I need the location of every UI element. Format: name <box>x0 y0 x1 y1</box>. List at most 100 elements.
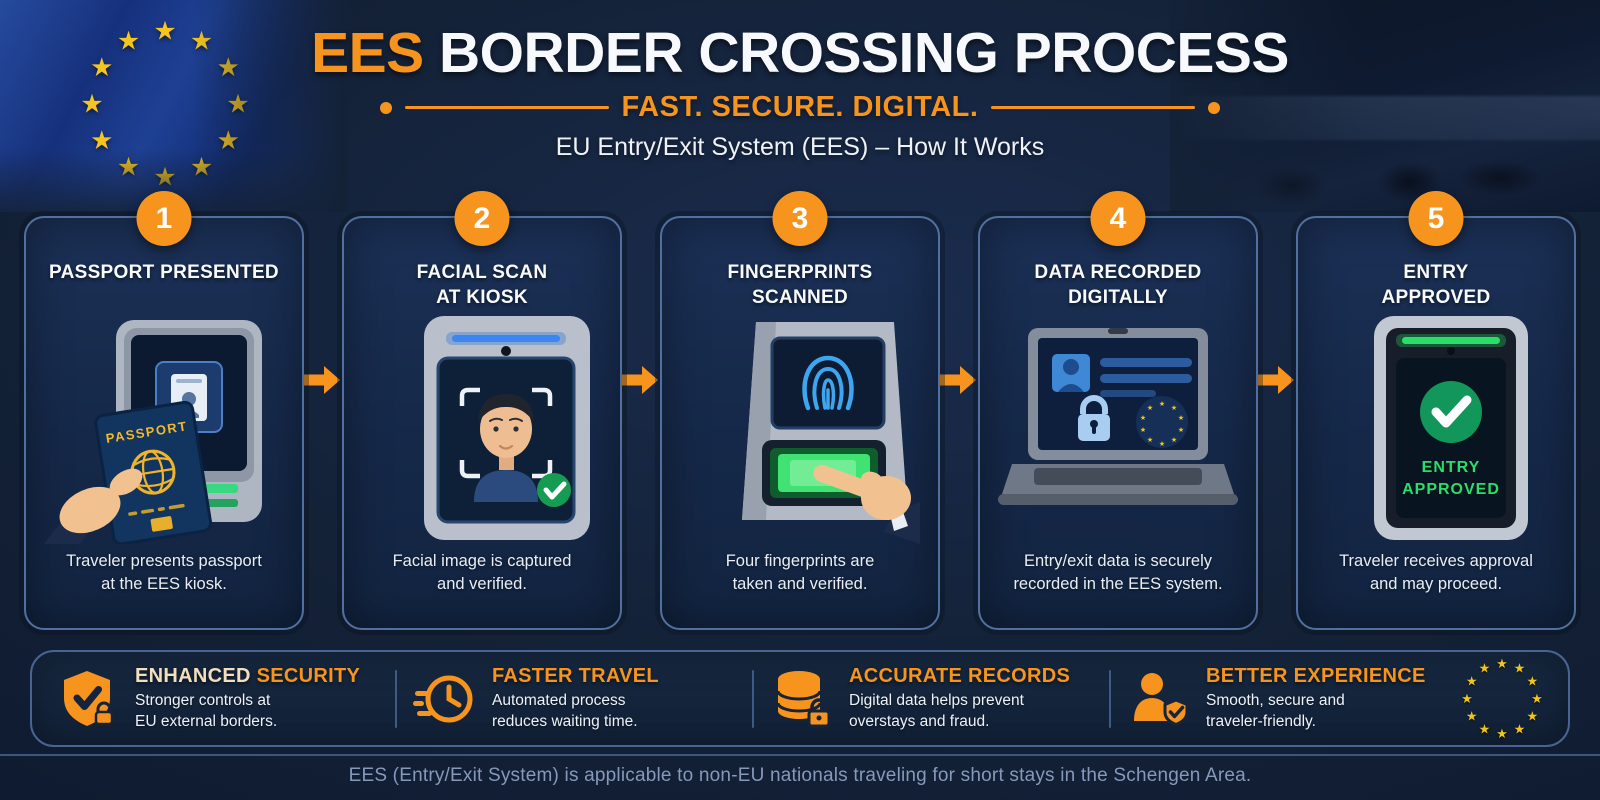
svg-text:★: ★ <box>1140 426 1146 434</box>
step-number-badge: 2 <box>454 191 510 246</box>
star-icon: ★ <box>1513 720 1526 736</box>
passport: PASSPORT <box>94 400 213 544</box>
arrow-right-icon <box>304 366 340 394</box>
green-led-bar <box>1402 337 1500 344</box>
subtitle: EU Entry/Exit System (EES) – How It Work… <box>555 133 1045 161</box>
tagline-row: FAST. SECURE. DIGITAL. <box>0 91 1600 124</box>
hand <box>44 468 143 544</box>
star-icon: ★ <box>153 161 177 192</box>
arrow-right-icon <box>940 366 976 394</box>
svg-text:★: ★ <box>1159 400 1165 408</box>
fast-clock-icon <box>413 675 473 722</box>
footer-divider <box>0 754 1600 756</box>
step-illustration: PASSPORT <box>26 311 302 545</box>
eu-flag: ★ ★ ★ ★ ★ ★ ★ ★ ★ ★ ★ ★ <box>0 0 348 212</box>
fingerprint-icon <box>802 355 854 411</box>
svg-text:★: ★ <box>1140 414 1146 422</box>
camera-icon <box>501 346 511 356</box>
svg-text:★: ★ <box>1147 404 1153 412</box>
facial-scan-kiosk-illustration <box>424 316 590 540</box>
green-check-badge <box>537 473 571 507</box>
passport-mrz <box>128 503 185 516</box>
tagline: FAST. SECURE. DIGITAL. <box>621 91 979 123</box>
svg-text:APPROVED: APPROVED <box>1402 481 1500 498</box>
star-icon: ★ <box>1478 720 1491 736</box>
step-number-badge: 3 <box>772 191 828 246</box>
star-icon: ★ <box>1531 690 1543 706</box>
vertical-divider <box>1109 669 1111 728</box>
arrow-right-icon <box>1258 366 1294 394</box>
star-icon: ★ <box>1465 673 1478 688</box>
tagline-rule <box>404 106 609 109</box>
star-icon: ★ <box>1513 660 1526 676</box>
shield-check-icon <box>64 670 114 726</box>
traveler-check-icon <box>1134 672 1189 726</box>
lock-icon <box>1078 395 1110 441</box>
footer-note: EES (Entry/Exit System) is applicable to… <box>348 765 1252 786</box>
step-number-badge: 5 <box>1408 191 1464 246</box>
step-number-badge: 4 <box>1090 191 1146 246</box>
approval-screen-text: ENTRY APPROVED <box>1402 459 1500 498</box>
svg-text:★: ★ <box>1178 426 1184 434</box>
step-illustration: ENTRY APPROVED <box>1298 311 1574 545</box>
step-illustration <box>344 311 620 545</box>
tagline-dot <box>1208 101 1221 114</box>
svg-text:★: ★ <box>1171 404 1177 412</box>
camera-icon <box>1447 347 1455 355</box>
step-card-passport-presented: 1 PASSPORT PRESENTED <box>24 191 304 630</box>
star-icon: ★ <box>1526 708 1539 723</box>
benefit-accurate-records: ACCURATE RECORDS Digital data helps prev… <box>770 665 1093 731</box>
star-icon: ★ <box>1496 655 1508 671</box>
svg-text:ENTRY: ENTRY <box>1422 459 1481 476</box>
svg-text:★: ★ <box>1178 414 1184 422</box>
step-illustration: ★★★ ★★★ ★★★ ★ <box>980 311 1256 545</box>
title-accent: EES <box>311 21 424 85</box>
hand <box>813 464 920 544</box>
tagline-dot <box>379 101 392 114</box>
title-rest: BORDER CROSSING PROCESS <box>438 21 1289 85</box>
vertical-divider <box>395 669 397 728</box>
step-title: PASSPORT PRESENTED <box>49 262 279 283</box>
step-number-badge: 1 <box>136 191 192 246</box>
page-title: EES BORDER CROSSING PROCESS <box>0 20 1600 86</box>
vertical-divider <box>752 669 754 728</box>
star-icon: ★ <box>1478 660 1491 676</box>
approved-check-badge <box>1420 381 1482 443</box>
database-lock-icon <box>776 670 831 727</box>
arrow-right-icon <box>622 366 658 394</box>
svg-text:★: ★ <box>1171 436 1177 444</box>
profile-record <box>1052 354 1192 397</box>
approval-screen-illustration: ENTRY APPROVED <box>1374 316 1528 540</box>
process-steps: 1 PASSPORT PRESENTED <box>0 191 1600 630</box>
star-icon: ★ <box>1461 690 1473 706</box>
eu-stars-ring: ★ ★ ★ ★ ★ ★ ★ ★ ★ ★ ★ ★ <box>1460 655 1544 741</box>
eu-emblem: ★★★ ★★★ ★★★ ★ <box>1136 396 1188 448</box>
fingerprint-scanner-illustration <box>742 322 920 544</box>
blue-led-bar <box>452 335 560 342</box>
star-icon: ★ <box>1526 673 1539 688</box>
passport-kiosk-illustration: PASSPORT <box>44 320 262 544</box>
airport-terminal-photo <box>1170 0 1600 212</box>
star-icon: ★ <box>1496 725 1508 741</box>
header: ★ ★ ★ ★ ★ ★ ★ ★ ★ ★ ★ ★ EES BORDER CROSS… <box>0 0 1600 212</box>
step-illustration <box>662 311 938 545</box>
